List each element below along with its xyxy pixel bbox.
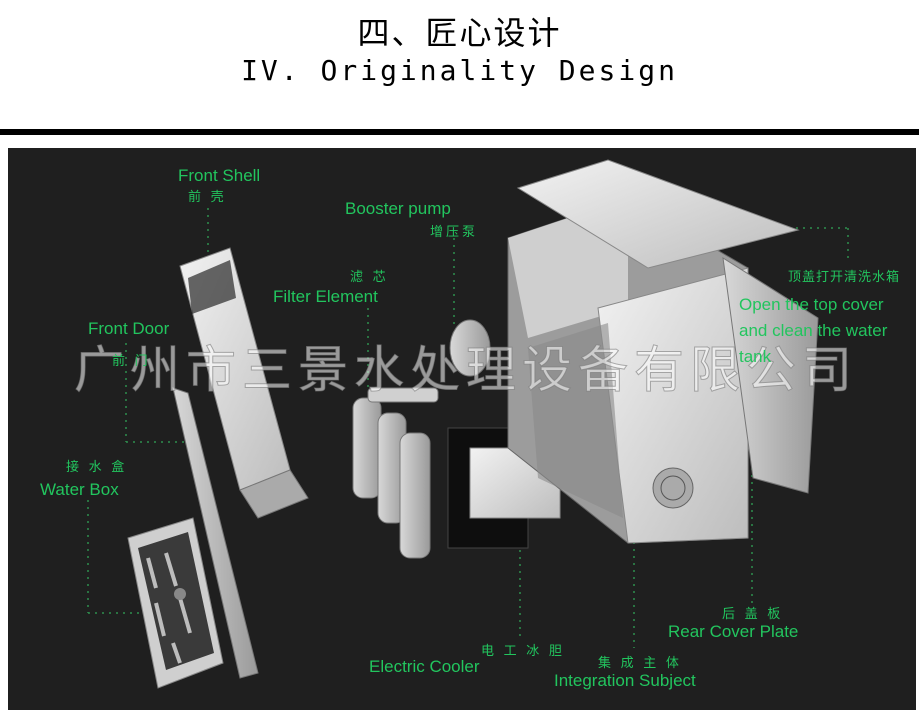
label-front-door-cn: 前 门 bbox=[112, 353, 151, 368]
label-top-cover-en-3: tank bbox=[739, 347, 772, 366]
top-cover bbox=[516, 159, 800, 269]
watermark-text: 广州市三景水处理设备有限公司 bbox=[74, 341, 858, 400]
front-door-panel bbox=[172, 387, 259, 679]
filter-elements bbox=[352, 387, 439, 559]
label-booster-pump-cn: 增压泵 bbox=[430, 224, 479, 239]
label-front-door-en: Front Door bbox=[88, 319, 170, 338]
label-front-shell-en: Front Shell bbox=[178, 166, 261, 185]
electric-cooler bbox=[447, 427, 561, 549]
label-top-cover-cn: 顶盖打开清洗水箱 bbox=[788, 269, 901, 284]
page-title-chinese: 四、匠心设计 bbox=[357, 14, 562, 52]
label-electric-cooler-cn: 电 工 冰 胆 bbox=[481, 643, 565, 658]
label-water-box-cn: 接 水 盒 bbox=[66, 459, 128, 474]
header-divider bbox=[0, 129, 919, 135]
booster-pump bbox=[449, 319, 491, 377]
label-top-cover-en-1: Open the top cover bbox=[739, 295, 884, 314]
page-title-english: IV. Originality Design bbox=[241, 54, 678, 87]
label-filter-element-cn: 滤 芯 bbox=[350, 269, 389, 284]
label-booster-pump-en: Booster pump bbox=[345, 199, 451, 218]
label-rear-cover-en: Rear Cover Plate bbox=[668, 622, 799, 641]
label-filter-element-en: Filter Element bbox=[273, 287, 378, 306]
label-integration-en: Integration Subject bbox=[554, 671, 696, 690]
label-integration-cn: 集 成 主 体 bbox=[598, 655, 682, 670]
label-rear-cover-cn: 后 盖 板 bbox=[722, 606, 784, 621]
exploded-view-illustration bbox=[87, 159, 849, 689]
label-front-shell-cn: 前 壳 bbox=[188, 189, 227, 204]
integration-body bbox=[507, 197, 749, 544]
label-water-box-en: Water Box bbox=[40, 480, 119, 499]
label-top-cover-en-2: and clean the water bbox=[739, 321, 888, 340]
exploded-view-photo: 广州市三景水处理设备有限公司 Front Shell 前 壳 Booster p… bbox=[8, 148, 916, 710]
label-electric-cooler-en: Electric Cooler bbox=[369, 657, 480, 676]
water-box-tray bbox=[127, 517, 224, 689]
rear-cover-plate bbox=[722, 257, 819, 494]
